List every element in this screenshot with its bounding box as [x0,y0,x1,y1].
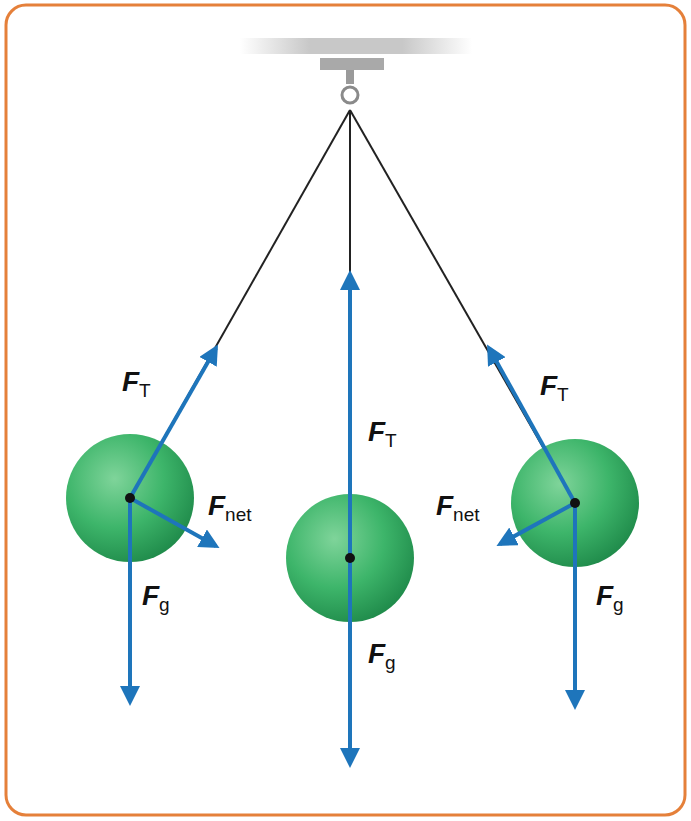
force-label: Fg [596,582,624,614]
force-label: Fnet [436,492,480,524]
frame [6,5,685,815]
mount-stem [346,70,354,84]
force-label: FT [540,372,569,404]
force-label: Fg [142,582,170,614]
pivot-dots [125,493,580,563]
force-label: FT [368,418,397,450]
force-vectors [130,274,575,764]
force-label: Fg [368,640,396,672]
ring [342,87,358,103]
ceiling [240,38,472,54]
mount [320,58,384,70]
force-label: FT [122,368,151,400]
strings [130,110,575,558]
force-label: Fnet [208,492,252,524]
